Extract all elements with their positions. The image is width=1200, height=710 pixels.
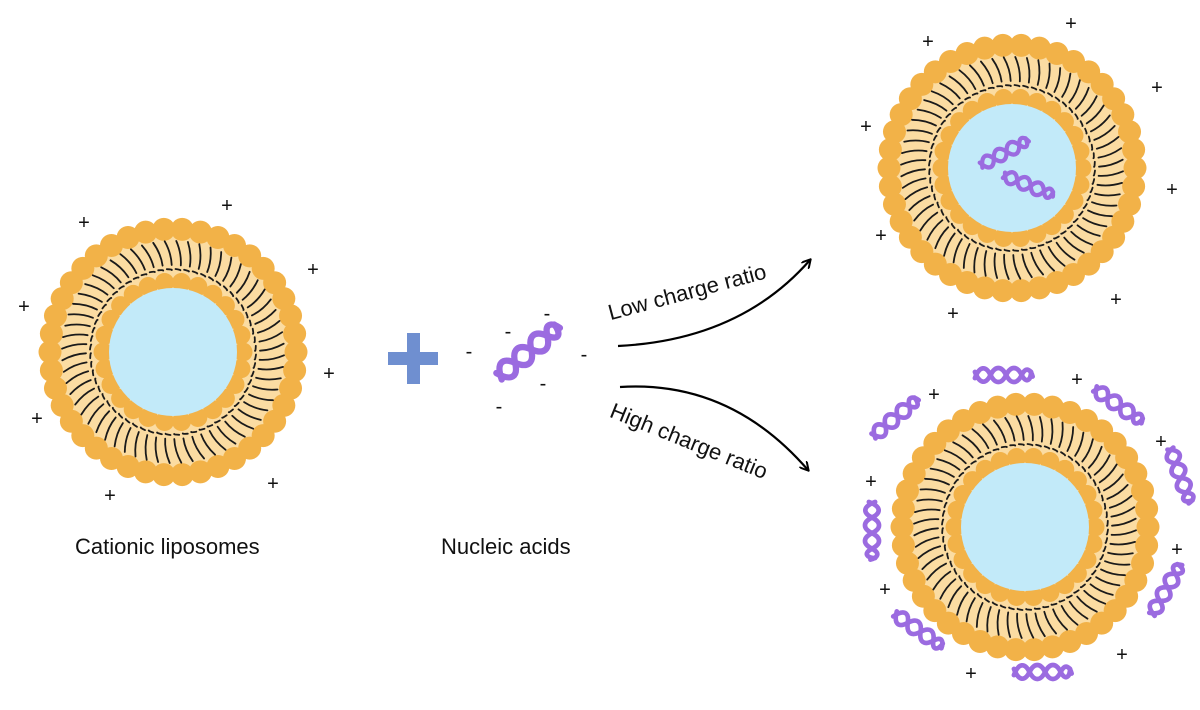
lipid-tail bbox=[1002, 447, 1007, 448]
lipid-tail bbox=[1043, 607, 1048, 608]
lipid-tail bbox=[1013, 250, 1018, 251]
lipid-tail bbox=[1102, 496, 1103, 501]
negative-charge-icon: - bbox=[505, 321, 512, 343]
lipid-tail bbox=[150, 272, 155, 273]
surface-dna-icon bbox=[869, 394, 922, 442]
lipid-tail bbox=[1089, 137, 1090, 142]
positive-charge-icon: + bbox=[267, 473, 279, 495]
lipid-tail bbox=[929, 169, 930, 174]
lipid-tail bbox=[932, 186, 933, 191]
surface-dna-icon bbox=[865, 502, 879, 560]
lipid-tail bbox=[945, 545, 946, 550]
negative-charge-icon: - bbox=[496, 396, 503, 418]
lipid-head-outer bbox=[1122, 138, 1145, 161]
negative-charge-icon: - bbox=[581, 344, 588, 366]
positive-charge-icon: + bbox=[875, 225, 887, 247]
lipid-tail bbox=[253, 329, 254, 334]
lipid-tail bbox=[1019, 444, 1024, 445]
positive-charge-icon: + bbox=[1171, 539, 1183, 561]
positive-charge-icon: + bbox=[922, 31, 934, 53]
positive-charge-icon: + bbox=[1151, 77, 1163, 99]
positive-charge-icon: + bbox=[307, 259, 319, 281]
positive-charge-icon: + bbox=[865, 471, 877, 493]
positive-charge-icon: + bbox=[1071, 369, 1083, 391]
positive-charge-icon: + bbox=[965, 663, 977, 685]
lipid-tail bbox=[989, 88, 994, 89]
surface-dna-icon bbox=[1164, 446, 1197, 505]
positive-charge-icon: + bbox=[1155, 431, 1167, 453]
dna-strand bbox=[1146, 562, 1186, 618]
lipid-tail bbox=[1107, 521, 1108, 526]
positive-charge-icon: + bbox=[323, 363, 335, 385]
lipid-head-outer bbox=[283, 322, 306, 345]
aqueous-core bbox=[961, 463, 1089, 591]
positive-charge-icon: + bbox=[947, 303, 959, 325]
lipid-tail bbox=[93, 370, 94, 375]
lipid-tail bbox=[994, 449, 999, 450]
lipid-tail bbox=[1006, 85, 1011, 86]
cationic-liposome bbox=[39, 218, 308, 486]
lipid-tail bbox=[174, 434, 179, 435]
negative-charge-icon: - bbox=[466, 341, 473, 363]
liposome-surface-complex bbox=[891, 393, 1160, 661]
lipid-tail bbox=[199, 429, 204, 430]
lipid-tail bbox=[1026, 609, 1031, 610]
label-nucleic-acids: Nucleic acids bbox=[441, 534, 571, 560]
lipid-head-outer bbox=[1135, 497, 1158, 520]
surface-dna-icon bbox=[1014, 665, 1072, 679]
lipid-tail bbox=[1038, 245, 1043, 246]
lipid-tail bbox=[1030, 248, 1035, 249]
positive-charge-icon: + bbox=[1065, 13, 1077, 35]
lipid-tail bbox=[947, 553, 948, 558]
surface-dna-icon bbox=[975, 368, 1033, 382]
positive-charge-icon: + bbox=[31, 408, 43, 430]
lipid-tail bbox=[167, 269, 172, 270]
lipid-tail bbox=[191, 432, 196, 433]
positive-charge-icon: + bbox=[928, 384, 940, 406]
lipid-tail bbox=[250, 321, 251, 326]
label-cationic-liposomes: Cationic liposomes bbox=[75, 534, 260, 560]
lipid-tail bbox=[1092, 145, 1093, 150]
lipid-tail bbox=[1094, 162, 1095, 167]
lipid-tail bbox=[1105, 504, 1106, 509]
positive-charge-icon: + bbox=[1116, 644, 1128, 666]
aqueous-core bbox=[948, 104, 1076, 232]
liposome-encapsulated bbox=[878, 34, 1147, 302]
negative-charge-icon: - bbox=[544, 303, 551, 325]
lipid-tail bbox=[95, 378, 96, 383]
positive-charge-icon: + bbox=[18, 296, 30, 318]
positive-charge-icon: + bbox=[1166, 179, 1178, 201]
lipid-tail bbox=[90, 353, 91, 358]
aqueous-core bbox=[109, 288, 237, 416]
positive-charge-icon: + bbox=[879, 579, 891, 601]
positive-charge-icon: + bbox=[860, 116, 872, 138]
combine-plus-icon bbox=[388, 333, 438, 384]
lipid-tail bbox=[981, 90, 986, 91]
positive-charge-icon: + bbox=[1110, 289, 1122, 311]
positive-charge-icon: + bbox=[78, 212, 90, 234]
lipid-tail bbox=[142, 274, 147, 275]
positive-charge-icon: + bbox=[104, 485, 116, 507]
lipid-tail bbox=[255, 346, 256, 351]
lipid-tail bbox=[934, 194, 935, 199]
positive-charge-icon: + bbox=[221, 195, 233, 217]
lipid-tail bbox=[1051, 604, 1056, 605]
negative-charge-icon: - bbox=[540, 373, 547, 395]
lipid-tail bbox=[942, 528, 943, 533]
